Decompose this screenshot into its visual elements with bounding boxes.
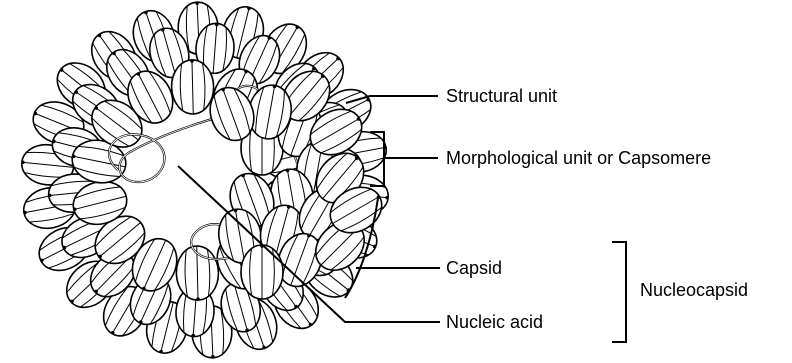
labels: Structural unit Morphological unit or Ca… — [446, 86, 748, 332]
label-capsid: Capsid — [446, 258, 502, 278]
label-nucleocapsid: Nucleocapsid — [640, 280, 748, 300]
nucleocapsid-bracket — [612, 242, 626, 342]
label-nucleic-acid: Nucleic acid — [446, 312, 543, 332]
virus-particle-illustration — [19, 1, 391, 360]
capsomere — [241, 244, 283, 299]
label-structural-unit: Structural unit — [446, 86, 557, 106]
label-morphological-unit: Morphological unit or Capsomere — [446, 148, 711, 168]
